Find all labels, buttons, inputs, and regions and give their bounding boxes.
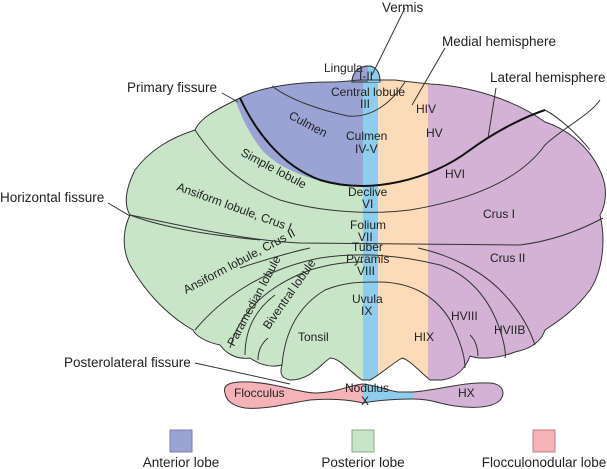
primary-fissure-leader — [221, 92, 239, 103]
folium-label: Folium — [350, 218, 386, 232]
lingula-vermis-part — [368, 66, 380, 82]
legend-swatch-posterior — [351, 429, 375, 453]
declive-num: VI — [362, 197, 373, 211]
anterior-lobe-region — [230, 80, 363, 186]
tuber-line-right — [417, 247, 536, 346]
lingula-label: Lingula — [324, 61, 363, 75]
lingula-num: I-II — [359, 69, 373, 83]
uvula-label: Uvula — [352, 292, 383, 306]
medial-hemisphere-region — [378, 80, 428, 380]
central-lobule-line — [271, 81, 406, 117]
flocculus-region — [224, 381, 363, 409]
hiv-label: HIV — [416, 102, 436, 116]
vermis-leader — [371, 7, 406, 76]
legend-item-posterior: Posterior lobe — [321, 429, 405, 469]
crus2-label: Crus II — [490, 251, 525, 265]
lateral-hemisphere-label: Lateral hemisphere — [490, 70, 606, 85]
medial-hemisphere-label: Medial hemisphere — [442, 34, 556, 49]
primary-fissure-label: Primary fissure — [127, 80, 217, 95]
pyramis-label: Pyramis — [346, 252, 389, 266]
hx-label: HX — [458, 386, 475, 400]
biventral-short-line — [257, 337, 269, 361]
hix-label: HIX — [414, 330, 434, 344]
legend-item-flocculonodular: Flocculonodular lobe — [482, 429, 607, 469]
lateral-hemisphere-leader — [487, 87, 497, 139]
medial-hemisphere-leader — [411, 47, 446, 106]
legend-swatch-flocculonodular — [532, 429, 556, 453]
horizontal-fissure-leader — [107, 202, 131, 217]
vermis-label: Vermis — [382, 0, 424, 15]
hviib-label: HVIIB — [494, 323, 525, 337]
horizontal-fissure-label: Horizontal fissure — [0, 190, 104, 205]
uvula-num: IX — [361, 304, 372, 318]
primary-fissure-line — [239, 97, 546, 187]
flocculonodular-outline — [223, 381, 504, 409]
hviii-short-line — [469, 334, 479, 357]
paramedian-line — [229, 261, 364, 349]
culmen-label: Culmen — [346, 129, 387, 143]
tuber-line-left — [239, 247, 311, 269]
hviii-label: HVIII — [451, 309, 478, 323]
uvula-line — [281, 281, 466, 369]
body-outline — [123, 79, 606, 381]
hv-hvi-line — [544, 109, 591, 151]
legend-label-flocculonodular: Flocculonodular lobe — [482, 455, 607, 469]
legend-label-posterior: Posterior lobe — [321, 455, 404, 469]
central-lobule-label: Central lobule — [331, 85, 405, 99]
vermis-region — [363, 80, 378, 380]
flocculonodular-lobe — [223, 381, 504, 409]
declive-label: Declive — [348, 185, 388, 199]
central-lobule-num: III — [360, 97, 370, 111]
tonsil-left-line — [244, 294, 276, 356]
crus1-label: Crus I — [483, 207, 515, 221]
horizontal-fissure-line — [129, 214, 604, 246]
legend: Anterior lobe Posterior lobe Flocculonod… — [143, 429, 607, 469]
legend-item-anterior: Anterior lobe — [143, 429, 220, 469]
nodulus-label: Nodulus — [345, 381, 389, 395]
tonsil-label: Tonsil — [298, 330, 329, 344]
hv-label: HV — [426, 126, 443, 140]
lingula-outline — [351, 65, 381, 83]
folium-num: VII — [358, 230, 373, 244]
culmen-num: IV-V — [355, 142, 378, 156]
tuber-label: Tuber — [352, 240, 383, 254]
nodulus-num: X — [361, 394, 369, 408]
legend-label-anterior: Anterior lobe — [143, 455, 220, 469]
hvi-label: HVI — [445, 167, 465, 181]
nodulus-vermis-region — [363, 384, 413, 403]
flocculus-label: Flocculus — [234, 386, 285, 400]
posterolateral-fissure-leader — [194, 362, 291, 385]
pyramis-num: VIII — [357, 264, 375, 278]
simple-lobule-line — [194, 99, 601, 213]
crus1-line — [129, 214, 261, 241]
legend-swatch-anterior — [169, 429, 193, 453]
pyramis-line — [194, 254, 506, 359]
posterolateral-fissure-label: Posterolateral fissure — [64, 355, 191, 370]
